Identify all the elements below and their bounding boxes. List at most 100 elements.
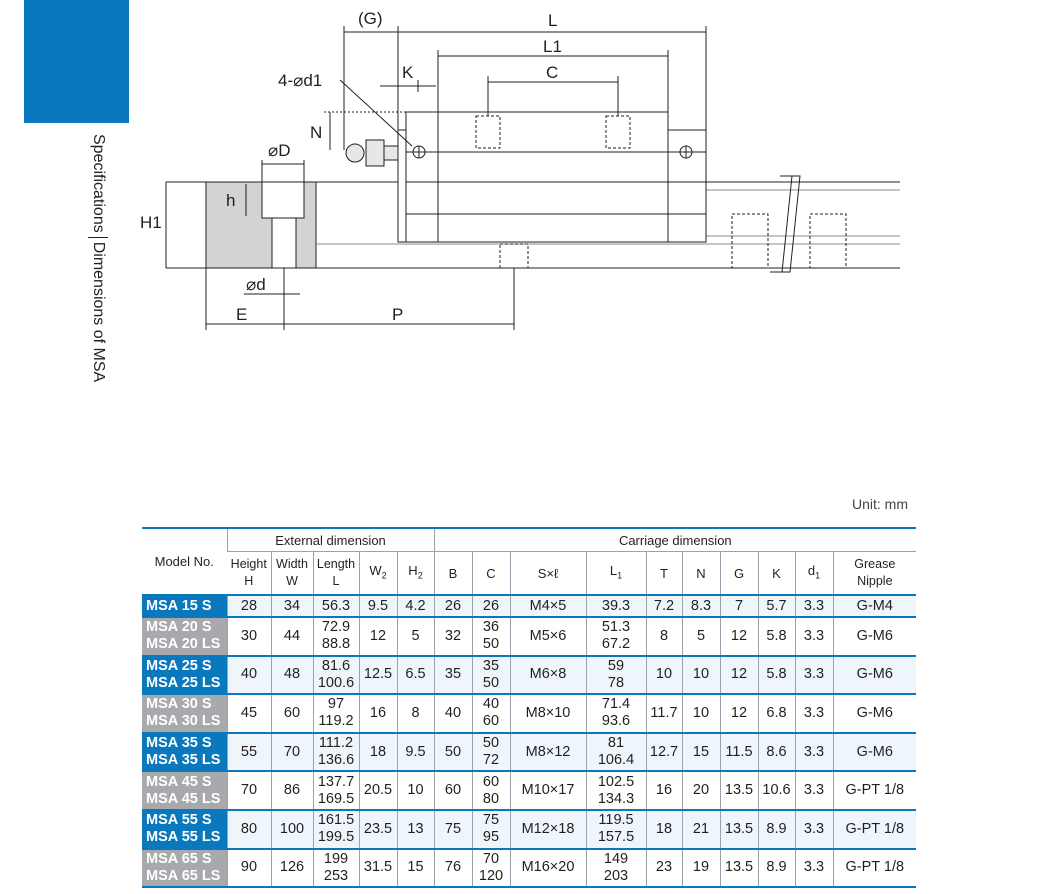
- header-l1: L1: [585, 551, 646, 595]
- value-cell: 3.3: [794, 693, 833, 733]
- header-n: N: [681, 551, 720, 595]
- value-cell: 30: [226, 616, 271, 656]
- value-cell: 3.3: [794, 808, 833, 849]
- value-cell: 40: [226, 654, 271, 695]
- value-cell: M4×5: [509, 594, 586, 617]
- value-cell: 126: [270, 847, 313, 889]
- section-caption: SpecificationsDimensions of MSA: [88, 134, 108, 382]
- value-cell: 45: [226, 693, 271, 733]
- unit-label: Unit: mm: [852, 496, 908, 512]
- dim-g-label: (G): [358, 9, 383, 28]
- value-cell: 12: [358, 616, 397, 656]
- value-cell: 3.3: [794, 594, 833, 617]
- value-cell: 8.9: [757, 847, 795, 889]
- header-b: B: [433, 551, 472, 595]
- value-cell: 8.3: [681, 594, 720, 617]
- value-cell: G-M6: [832, 654, 917, 695]
- header-d1: d1: [794, 551, 833, 595]
- value-cell: 34: [270, 594, 313, 617]
- value-cell: 90: [226, 847, 271, 889]
- value-cell: 3.3: [794, 770, 833, 810]
- value-cell: 11.5: [719, 731, 758, 772]
- value-cell: M8×10: [509, 693, 586, 733]
- caption-divider: [88, 236, 108, 238]
- value-cell: G-PT 1/8: [832, 808, 917, 849]
- value-cell: M12×18: [509, 808, 586, 849]
- value-cell: 70: [226, 770, 271, 810]
- carriage-end-right: [667, 129, 707, 243]
- value-cell: M16×20: [509, 847, 586, 889]
- value-cell: 12.5: [358, 654, 397, 695]
- value-cell: G-M6: [832, 731, 917, 772]
- value-cell: 8.9: [757, 808, 795, 849]
- value-cell: 60: [270, 693, 313, 733]
- carriage-body: [405, 111, 439, 243]
- header-t: T: [645, 551, 682, 595]
- dim-e-label: E: [236, 305, 247, 324]
- value-cell: 9.5: [396, 731, 434, 772]
- rail-bolt-hole: [261, 181, 305, 219]
- value-cell: 21: [681, 808, 720, 849]
- header-h2: H2: [396, 551, 434, 595]
- value-cell: 50: [433, 731, 472, 772]
- value-cell: M10×17: [509, 770, 586, 810]
- carriage-block: [437, 111, 669, 243]
- value-cell: 39.3: [585, 594, 646, 617]
- dim-l-label: L: [548, 11, 557, 30]
- value-cell: 5: [396, 616, 434, 656]
- value-cell: 3.3: [794, 654, 833, 695]
- value-cell: 12.7: [645, 731, 682, 772]
- value-cell: 12: [719, 693, 758, 733]
- value-cell: 12: [719, 616, 758, 656]
- value-cell: 10: [396, 770, 434, 810]
- caption-dimensions: Dimensions of MSA: [89, 241, 107, 383]
- value-cell: 35: [433, 654, 472, 695]
- value-cell: 15: [396, 847, 434, 889]
- value-cell: 5.8: [757, 654, 795, 695]
- value-cell: G-PT 1/8: [832, 847, 917, 889]
- value-cell: 3.3: [794, 616, 833, 656]
- value-cell: 44: [270, 616, 313, 656]
- value-cell: 32: [433, 616, 472, 656]
- value-cell: 55: [226, 731, 271, 772]
- rail-bolt-shank: [271, 217, 297, 269]
- value-cell: 100: [270, 808, 313, 849]
- dim-h-label: h: [226, 191, 235, 210]
- dim-od-label: ⌀D: [268, 141, 291, 160]
- value-cell: 20.5: [358, 770, 397, 810]
- value-cell: 48: [270, 654, 313, 695]
- value-cell: G-M6: [832, 616, 917, 656]
- value-cell: 3.3: [794, 731, 833, 772]
- value-cell: 23.5: [358, 808, 397, 849]
- header-c: C: [471, 551, 510, 595]
- value-cell: 70: [270, 731, 313, 772]
- value-cell: 13: [396, 808, 434, 849]
- value-cell: 10: [681, 693, 720, 733]
- dim-k-label: K: [402, 63, 414, 82]
- caption-specifications: Specifications: [89, 134, 107, 233]
